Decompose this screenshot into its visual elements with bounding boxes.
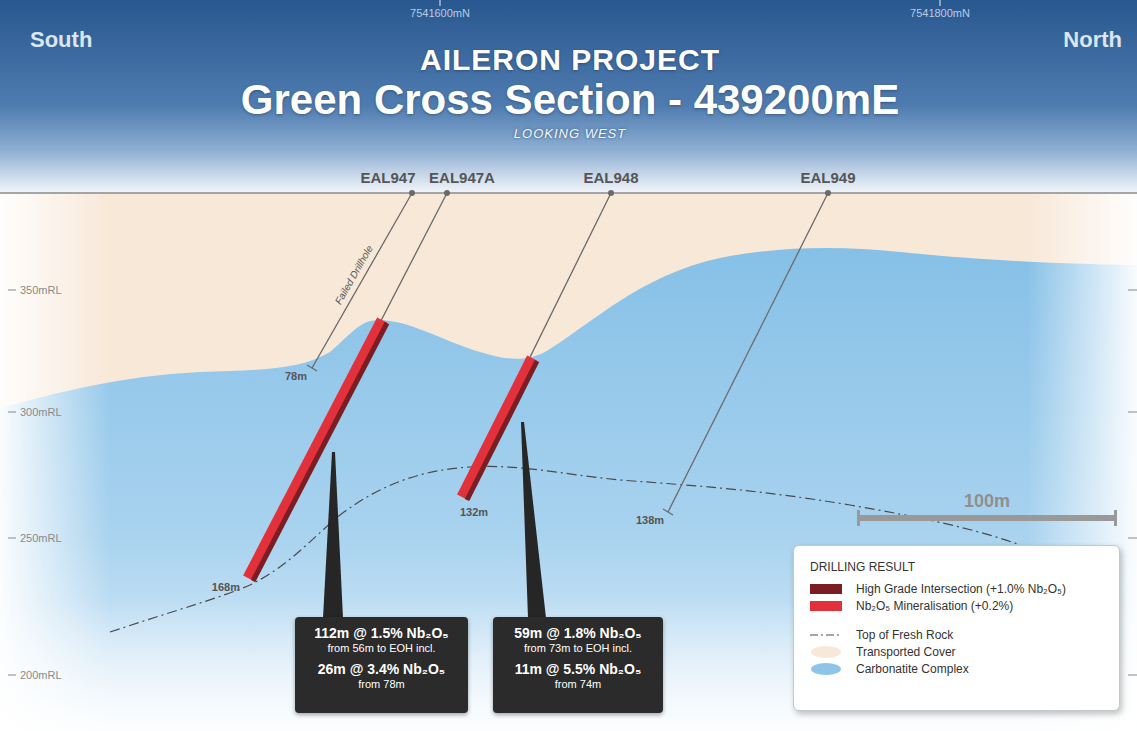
collars <box>409 190 831 196</box>
legend-text: Transported Cover <box>856 645 956 659</box>
drillhole-id: EAL949 <box>800 169 855 186</box>
legend-row: Top of Fresh Rock <box>810 626 1103 643</box>
depth-label: 78m <box>285 370 307 383</box>
northing-label: 7541600mN <box>410 7 470 20</box>
legend-text: Top of Fresh Rock <box>856 628 953 642</box>
legend-row: Nb₂O₅ Mineralisation (+0.2%) <box>810 597 1103 614</box>
legend-text: Carbonatite Complex <box>856 662 969 676</box>
direction-label: North <box>1063 27 1122 52</box>
result-grade: 112m @ 1.5% Nb₂O₅ <box>307 624 456 642</box>
mineralised-intervals <box>248 320 537 581</box>
callout-box: 59m @ 1.8% Nb₂O₅from 73m to EOH incl. 11m… <box>493 617 663 713</box>
result-grade: 11m @ 5.5% Nb₂O₅ <box>505 660 651 678</box>
title: Green Cross Section - 439200mE <box>241 76 899 124</box>
callout-pointers <box>323 422 546 618</box>
elevation-label: 350mRL <box>20 284 62 297</box>
header-band <box>0 0 1137 193</box>
legend-row: Transported Cover <box>810 643 1103 660</box>
result-interval: from 74m <box>505 678 651 692</box>
legend-swatch <box>810 601 842 611</box>
drillhole-id: EAL947 <box>360 169 415 186</box>
depth-label: 168m <box>212 581 240 594</box>
depth-label: 132m <box>460 506 488 519</box>
project-name: AILERON PROJECT <box>420 43 720 78</box>
legend-swatch <box>810 645 842 659</box>
drillhole-id: EAL947A <box>429 169 495 186</box>
callout-box: 112m @ 1.5% Nb₂O₅from 56m to EOH incl. 26… <box>295 617 468 713</box>
drillhole-id: EAL948 <box>583 169 638 186</box>
legend-swatch <box>810 662 842 676</box>
ground-surface <box>0 192 1137 194</box>
result-grade: 59m @ 1.8% Nb₂O₅ <box>505 624 651 642</box>
legend-line-sample <box>810 630 842 640</box>
legend-box: DRILLING RESULT High Grade Intersection (… <box>793 545 1120 711</box>
legend-row: Carbonatite Complex <box>810 660 1103 677</box>
northing-label: 7541800mN <box>910 7 970 20</box>
view-direction: LOOKING WEST <box>514 127 626 142</box>
elevation-label: 200mRL <box>20 669 62 682</box>
elevation-label: 300mRL <box>20 406 62 419</box>
transported-cover <box>0 193 1137 731</box>
elevation-label: 250mRL <box>20 532 62 545</box>
legend-swatch <box>810 584 842 594</box>
result-grade: 26m @ 3.4% Nb₂O₅ <box>307 660 456 678</box>
carbonatite-complex <box>0 248 1137 731</box>
legend-text: High Grade Intersection (+1.0% Nb₂O₅) <box>856 582 1066 596</box>
legend-row: High Grade Intersection (+1.0% Nb₂O₅) <box>810 580 1103 597</box>
result-interval: from 78m <box>307 678 456 692</box>
scale-label: 100m <box>964 491 1010 512</box>
depth-label: 138m <box>636 514 664 527</box>
direction-label: South <box>30 27 92 52</box>
scale-bar <box>857 510 1117 526</box>
result-interval: from 56m to EOH incl. <box>307 642 456 656</box>
legend-heading: DRILLING RESULT <box>810 560 1103 574</box>
legend-text: Nb₂O₅ Mineralisation (+0.2%) <box>856 599 1013 613</box>
result-interval: from 73m to EOH incl. <box>505 642 651 656</box>
